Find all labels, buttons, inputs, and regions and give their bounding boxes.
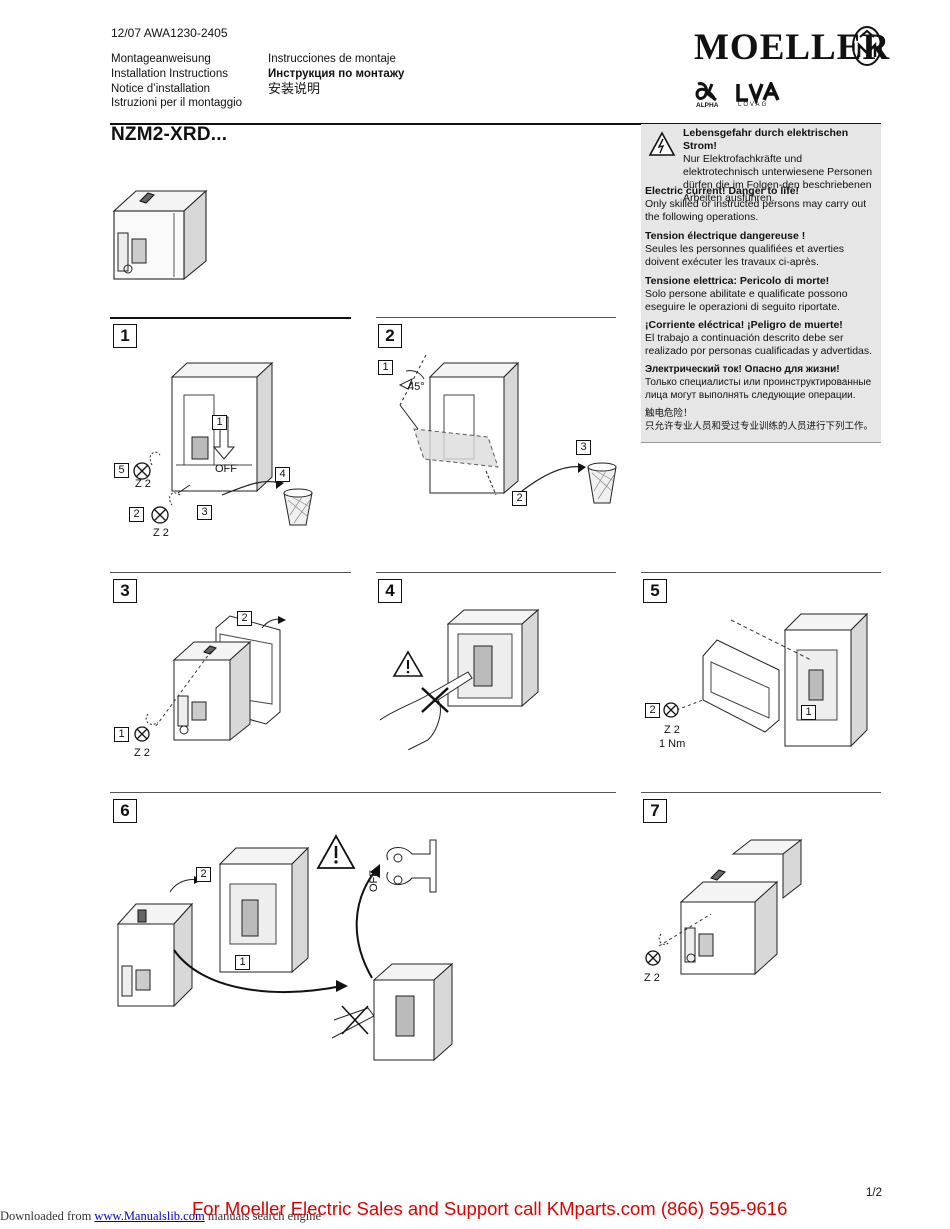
step-2-rule: [376, 317, 616, 318]
step-1-z-label-a: Z 2: [135, 478, 151, 490]
step-4-number: 4: [378, 579, 402, 603]
warning-ru: Электрический ток! Опасно для жизни! Тол…: [645, 364, 872, 401]
title-zh: 安装说明: [268, 80, 321, 96]
step-5-callout-1: 1: [801, 705, 816, 720]
step-6-figure: [116, 834, 454, 1062]
product-title: NZM2-XRD...: [111, 124, 228, 145]
step-2-callout-1: 1: [378, 360, 393, 375]
title-es: Instrucciones de montaje: [268, 53, 396, 65]
step-4-figure: [379, 608, 540, 750]
document-code: 12/07 AWA1230-2405: [111, 26, 228, 40]
step-1-z-label-b: Z 2: [153, 527, 169, 539]
title-ru: Инструкция по монтажу: [268, 67, 405, 80]
step-6-rule: [110, 792, 616, 793]
product-image: [112, 189, 208, 281]
step-5-rule: [641, 572, 881, 573]
step-7-figure: [645, 838, 803, 976]
step-3-callout-2: 2: [237, 611, 252, 626]
warning-it: Tensione elettrica: Pericolo di morte! S…: [645, 275, 848, 313]
alpha-mark-label: ALPHA: [696, 102, 719, 109]
title-de: Montageanweisung: [111, 53, 211, 65]
step-3-number: 3: [113, 579, 137, 603]
alpha-mark-icon: [695, 82, 717, 102]
step-2-figure: [398, 354, 617, 504]
warning-de: Lebensgefahr durch elektrischen Strom! N…: [683, 127, 873, 204]
header-rule: [110, 123, 881, 125]
title-it: Istruzioni per il montaggio: [111, 97, 243, 110]
safety-warning-box: Lebensgefahr durch elektrischen Strom! N…: [641, 124, 881, 443]
step-5-figure: [663, 612, 869, 748]
step-7-number: 7: [643, 799, 667, 823]
titles-left: Montageanweisung Installation Instructio…: [111, 52, 242, 111]
step-6-callout-1: 1: [235, 955, 250, 970]
step-1-callout-5: 5: [114, 463, 129, 478]
warning-es: ¡Corriente eléctrica! ¡Peligro de muerte…: [645, 319, 873, 357]
step-1-off-label: OFF: [215, 463, 237, 475]
step-7-z-label: Z 2: [644, 972, 660, 984]
step-1-number: 1: [113, 324, 137, 348]
electric-shock-icon: [648, 131, 676, 156]
page-number: 1/2: [866, 1187, 882, 1199]
step-1-callout-3: 3: [197, 505, 212, 520]
step-6-off-label: OFF: [368, 870, 380, 892]
step-7-rule: [641, 792, 881, 793]
step-5-number: 5: [643, 579, 667, 603]
brand-emblem-icon: [852, 26, 882, 66]
warning-zh: 触电危险！ 只允许专业人员和受过专业训练的人员进行下列工作。: [645, 408, 874, 432]
step-3-rule: [110, 572, 351, 573]
step-2-number: 2: [378, 324, 402, 348]
step-2-callout-2: 2: [512, 491, 527, 506]
step-3-z-label: Z 2: [134, 747, 150, 759]
titles-right: Instrucciones de montaje Инструкция по м…: [268, 52, 404, 96]
step-5-callout-2: 2: [645, 703, 660, 718]
warning-en: Electric current! Danger to life! Only s…: [645, 185, 867, 223]
step-6-callout-2: 2: [196, 867, 211, 882]
step-1-rule: [110, 317, 351, 319]
step-3-callout-1: 1: [114, 727, 129, 742]
step-1-callout-2: 2: [129, 507, 144, 522]
title-fr: Notice d’installation: [111, 82, 211, 95]
step-5-torque-label: 1 Nm: [659, 738, 686, 750]
step-2-angle-label: 45°: [408, 381, 425, 393]
title-en: Installation Instructions: [111, 67, 228, 80]
step-2-callout-3: 3: [576, 440, 591, 455]
step-5-z-label: Z 2: [664, 724, 680, 736]
lovag-mark-icon: [736, 82, 780, 104]
step-4-rule: [376, 572, 616, 573]
step-1-callout-1: 1: [212, 415, 227, 430]
warning-fr: Tension électrique dangereuse ! Seules l…: [645, 230, 845, 268]
sales-promo-banner[interactable]: For Moeller Electric Sales and Support c…: [192, 1198, 788, 1219]
step-1-figure: [133, 361, 313, 526]
lovag-mark-label: LOVAG: [738, 102, 769, 108]
manualslib-link[interactable]: www.Manualslib.com: [94, 1209, 205, 1223]
step-6-number: 6: [113, 799, 137, 823]
step-1-callout-4: 4: [275, 467, 290, 482]
download-source: Downloaded from www.Manualslib.com manua…: [0, 1209, 321, 1223]
step-3-figure: [134, 615, 286, 742]
